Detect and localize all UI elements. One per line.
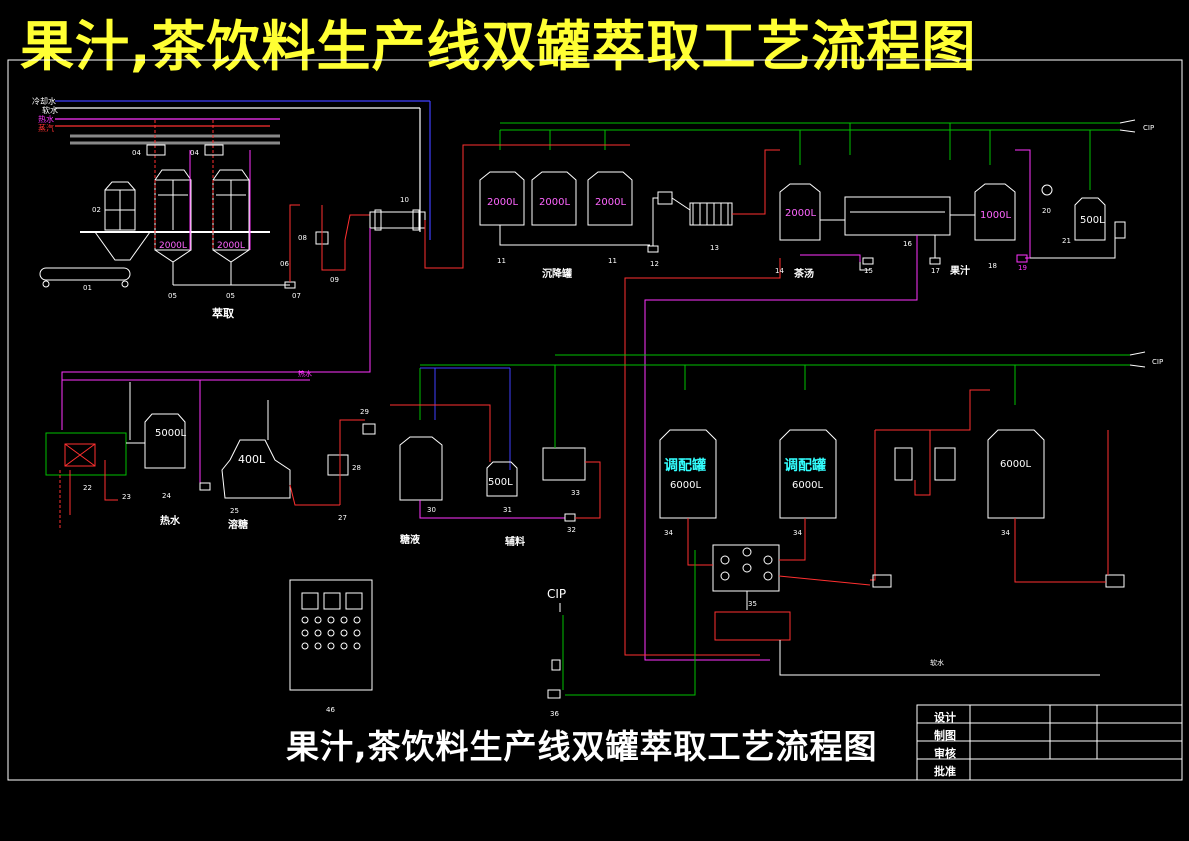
blending-section: CIP 调配罐 6000L 调配罐 6000L 6000L 软 [420, 351, 1163, 696]
aux-tank-label: 500L [488, 477, 513, 488]
cip-label-bottom: CIP [547, 587, 566, 601]
title-block-approve: 批准 [934, 765, 956, 778]
section-syrup: 糖液 [400, 533, 420, 546]
label-27: 27 [338, 514, 347, 522]
hot-water-line-label: 热水 [298, 369, 312, 378]
section-hot-water: 热水 [160, 514, 181, 527]
soft-water-label: 软水 [930, 658, 944, 667]
tea-juice-section: 2000L 1000L 500L CIP 14 15 16 17 18 19 2… [500, 119, 1154, 661]
label-30: 30 [427, 506, 436, 514]
small-tank-label: 500L [1080, 215, 1105, 226]
blend-tank-1-vol: 6000L [670, 480, 701, 491]
section-sugar-dissolve: 溶糖 [228, 518, 248, 531]
title-block [916, 704, 1183, 781]
title-block-draw: 制图 [934, 729, 956, 742]
settle-tank-3-label: 2000L [595, 197, 626, 208]
drawing-title: 果汁,茶饮料生产线双罐萃取工艺流程图 [286, 727, 878, 766]
label-12: 12 [650, 260, 659, 268]
label-34b: 34 [793, 529, 802, 537]
label-36: 36 [550, 710, 559, 718]
label-18: 18 [988, 262, 997, 270]
label-19: 19 [1018, 264, 1027, 272]
hot-water-sugar-section: 热水 5000L 400L 22 23 24 25 27 28 29 热水 溶糖 [45, 369, 376, 531]
utility-label-soft: 软水 [42, 105, 58, 115]
label-46: 46 [326, 706, 335, 714]
hot-water-tank-label: 5000L [155, 428, 186, 439]
label-33: 33 [571, 489, 580, 497]
label-01: 01 [83, 284, 92, 292]
label-05b: 05 [226, 292, 235, 300]
extract-tank-b-label: 2000L [217, 241, 245, 251]
extract-tank-a-label: 2000L [159, 241, 187, 251]
blend-tank-1-name: 调配罐 [664, 457, 706, 474]
juice-tank-label: 1000L [980, 210, 1011, 221]
sugar-tank-label: 400L [238, 453, 266, 466]
label-11a: 11 [497, 257, 506, 265]
utility-label-steam: 蒸汽 [38, 123, 54, 133]
syrup-aux-section: 500L 30 31 32 33 糖液 辅料 [390, 365, 601, 548]
label-35: 35 [748, 600, 757, 608]
section-tea-soup: 茶汤 [793, 267, 814, 280]
extraction-section: 2000L 2000L 01 02 04 04 05 05 06 07 08 0… [39, 120, 475, 430]
section-juice: 果汁 [949, 264, 970, 277]
label-05a: 05 [168, 292, 177, 300]
label-09: 09 [330, 276, 339, 284]
section-settling: 沉降罐 [542, 267, 572, 280]
label-23: 23 [122, 493, 131, 501]
label-08: 08 [298, 234, 307, 242]
section-extraction: 萃取 [212, 306, 234, 320]
settling-section: 2000L 2000L 2000L 11 11 12 13 沉降罐 [475, 129, 1120, 280]
cip-label-mid: CIP [1152, 358, 1163, 366]
label-24: 24 [162, 492, 171, 500]
label-29: 29 [360, 408, 369, 416]
label-22: 22 [83, 484, 92, 492]
title-block-design: 设计 [934, 711, 956, 724]
label-34a: 34 [664, 529, 673, 537]
tea-tank-label: 2000L [785, 208, 816, 219]
label-10: 10 [400, 196, 409, 204]
label-04a: 04 [132, 149, 141, 157]
label-28: 28 [352, 464, 361, 472]
utility-label-cooling: 冷却水 [32, 96, 56, 106]
label-14: 14 [775, 267, 784, 275]
label-04b: 04 [190, 149, 199, 157]
label-07: 07 [292, 292, 301, 300]
utility-label-hot: 热水 [38, 114, 54, 124]
label-31: 31 [503, 506, 512, 514]
section-auxiliary: 辅料 [505, 535, 525, 548]
cip-label-top: CIP [1143, 124, 1154, 132]
blend-tank-2-vol: 6000L [792, 480, 823, 491]
label-25: 25 [230, 507, 239, 515]
label-34c: 34 [1001, 529, 1010, 537]
label-20: 20 [1042, 207, 1051, 215]
cip-bottom: CIP 36 [547, 587, 566, 718]
label-21: 21 [1062, 237, 1071, 245]
control-panel: 46 [289, 579, 373, 714]
label-17: 17 [931, 267, 940, 275]
drawing-frame [7, 59, 1183, 781]
settle-tank-2-label: 2000L [539, 197, 570, 208]
label-16: 16 [903, 240, 912, 248]
label-02: 02 [92, 206, 101, 214]
label-06: 06 [280, 260, 289, 268]
utility-lines: 冷却水 软水 热水 蒸汽 [32, 96, 431, 240]
blend-tank-3-vol: 6000L [1000, 459, 1031, 470]
label-15: 15 [864, 267, 873, 275]
title-block-review: 审核 [934, 747, 956, 760]
page-title: 果汁,茶饮料生产线双罐萃取工艺流程图 [20, 15, 977, 78]
blend-tank-2-name: 调配罐 [784, 457, 826, 474]
label-11b: 11 [608, 257, 617, 265]
label-13: 13 [710, 244, 719, 252]
settle-tank-1-label: 2000L [487, 197, 518, 208]
label-32: 32 [567, 526, 576, 534]
